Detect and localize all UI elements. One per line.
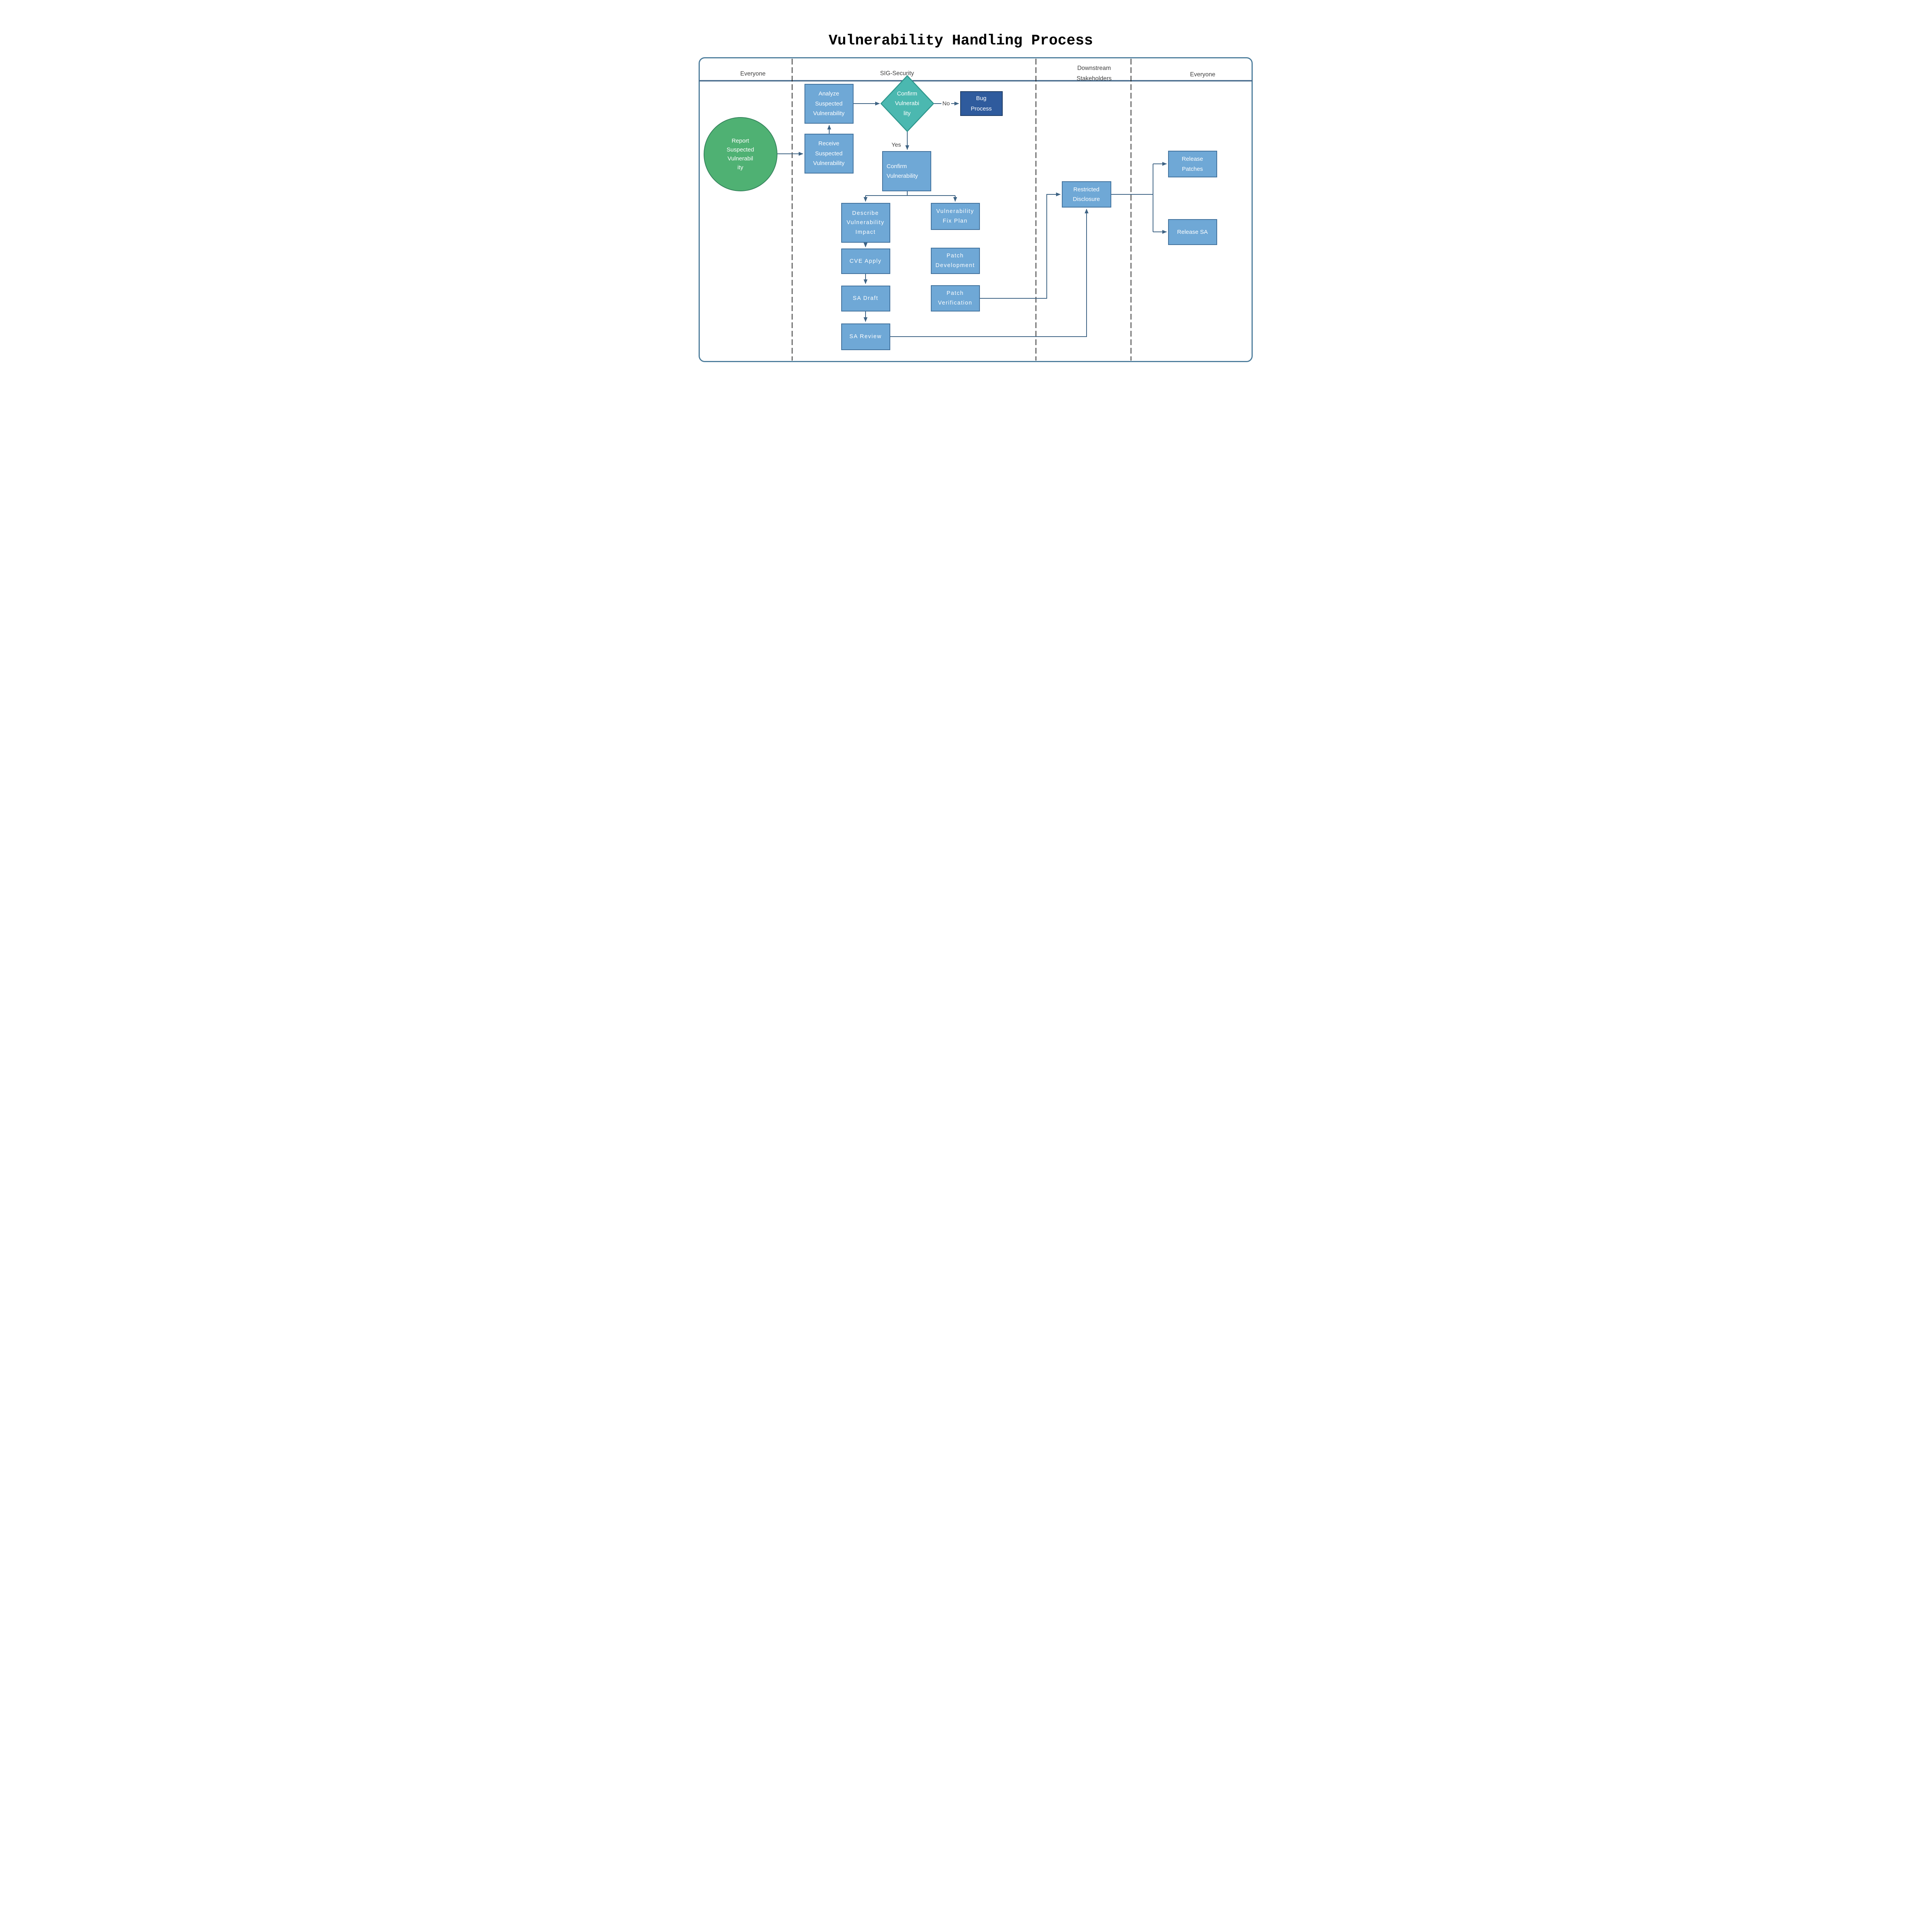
page-title: Vulnerability Handling Process (828, 32, 1093, 49)
edge-sareview-to-restricted (890, 209, 1088, 337)
node-decision-confirm-vulnerability: Confirm Vulnerabi lity (895, 90, 919, 117)
node-confirm-vulnerability: Confirm Vulnerability (882, 151, 931, 191)
node-receive-suspected-vulnerability: Receive Suspected Vulnerability (804, 134, 854, 174)
edge-label-no: No (941, 100, 951, 107)
node-release-patches: Release Patches (1168, 151, 1217, 177)
connector-layer (699, 59, 1252, 361)
node-sa-review: SA Review (841, 323, 890, 350)
lane-label-sig-security: SIG-Security (880, 70, 914, 77)
node-release-sa: Release SA (1168, 219, 1217, 245)
node-describe-vulnerability-impact: Describe Vulnerability Impact (841, 203, 890, 243)
edge-patchver-to-restricted (980, 192, 1061, 299)
node-analyze-suspected-vulnerability: Analyze Suspected Vulnerability (804, 84, 854, 124)
swimlane-frame (698, 57, 1253, 362)
node-bug-process: Bug Process (960, 91, 1003, 116)
flowchart-canvas: Vulnerability Handling Process Eve (667, 0, 1265, 422)
lane-label-downstream-stakeholders: Downstream Stakeholders (1077, 65, 1112, 82)
node-restricted-disclosure: Restricted Disclosure (1061, 181, 1111, 208)
node-vulnerability-fix-plan: Vulnerability Fix Plan (930, 203, 980, 230)
lane-label-everyone-right: Everyone (1190, 71, 1216, 78)
edge-label-yes: Yes (891, 141, 901, 148)
decision-diamond-shape (880, 75, 934, 132)
lane-label-everyone-left: Everyone (740, 70, 766, 77)
node-sa-draft: SA Draft (841, 286, 890, 311)
node-patch-development: Patch Development (930, 248, 980, 274)
node-patch-verification: Patch Verification (930, 285, 980, 311)
node-cve-apply: CVE Apply (841, 248, 890, 274)
node-report-suspected-vulnerability: Report Suspected Vulnerabil ity (703, 117, 777, 191)
